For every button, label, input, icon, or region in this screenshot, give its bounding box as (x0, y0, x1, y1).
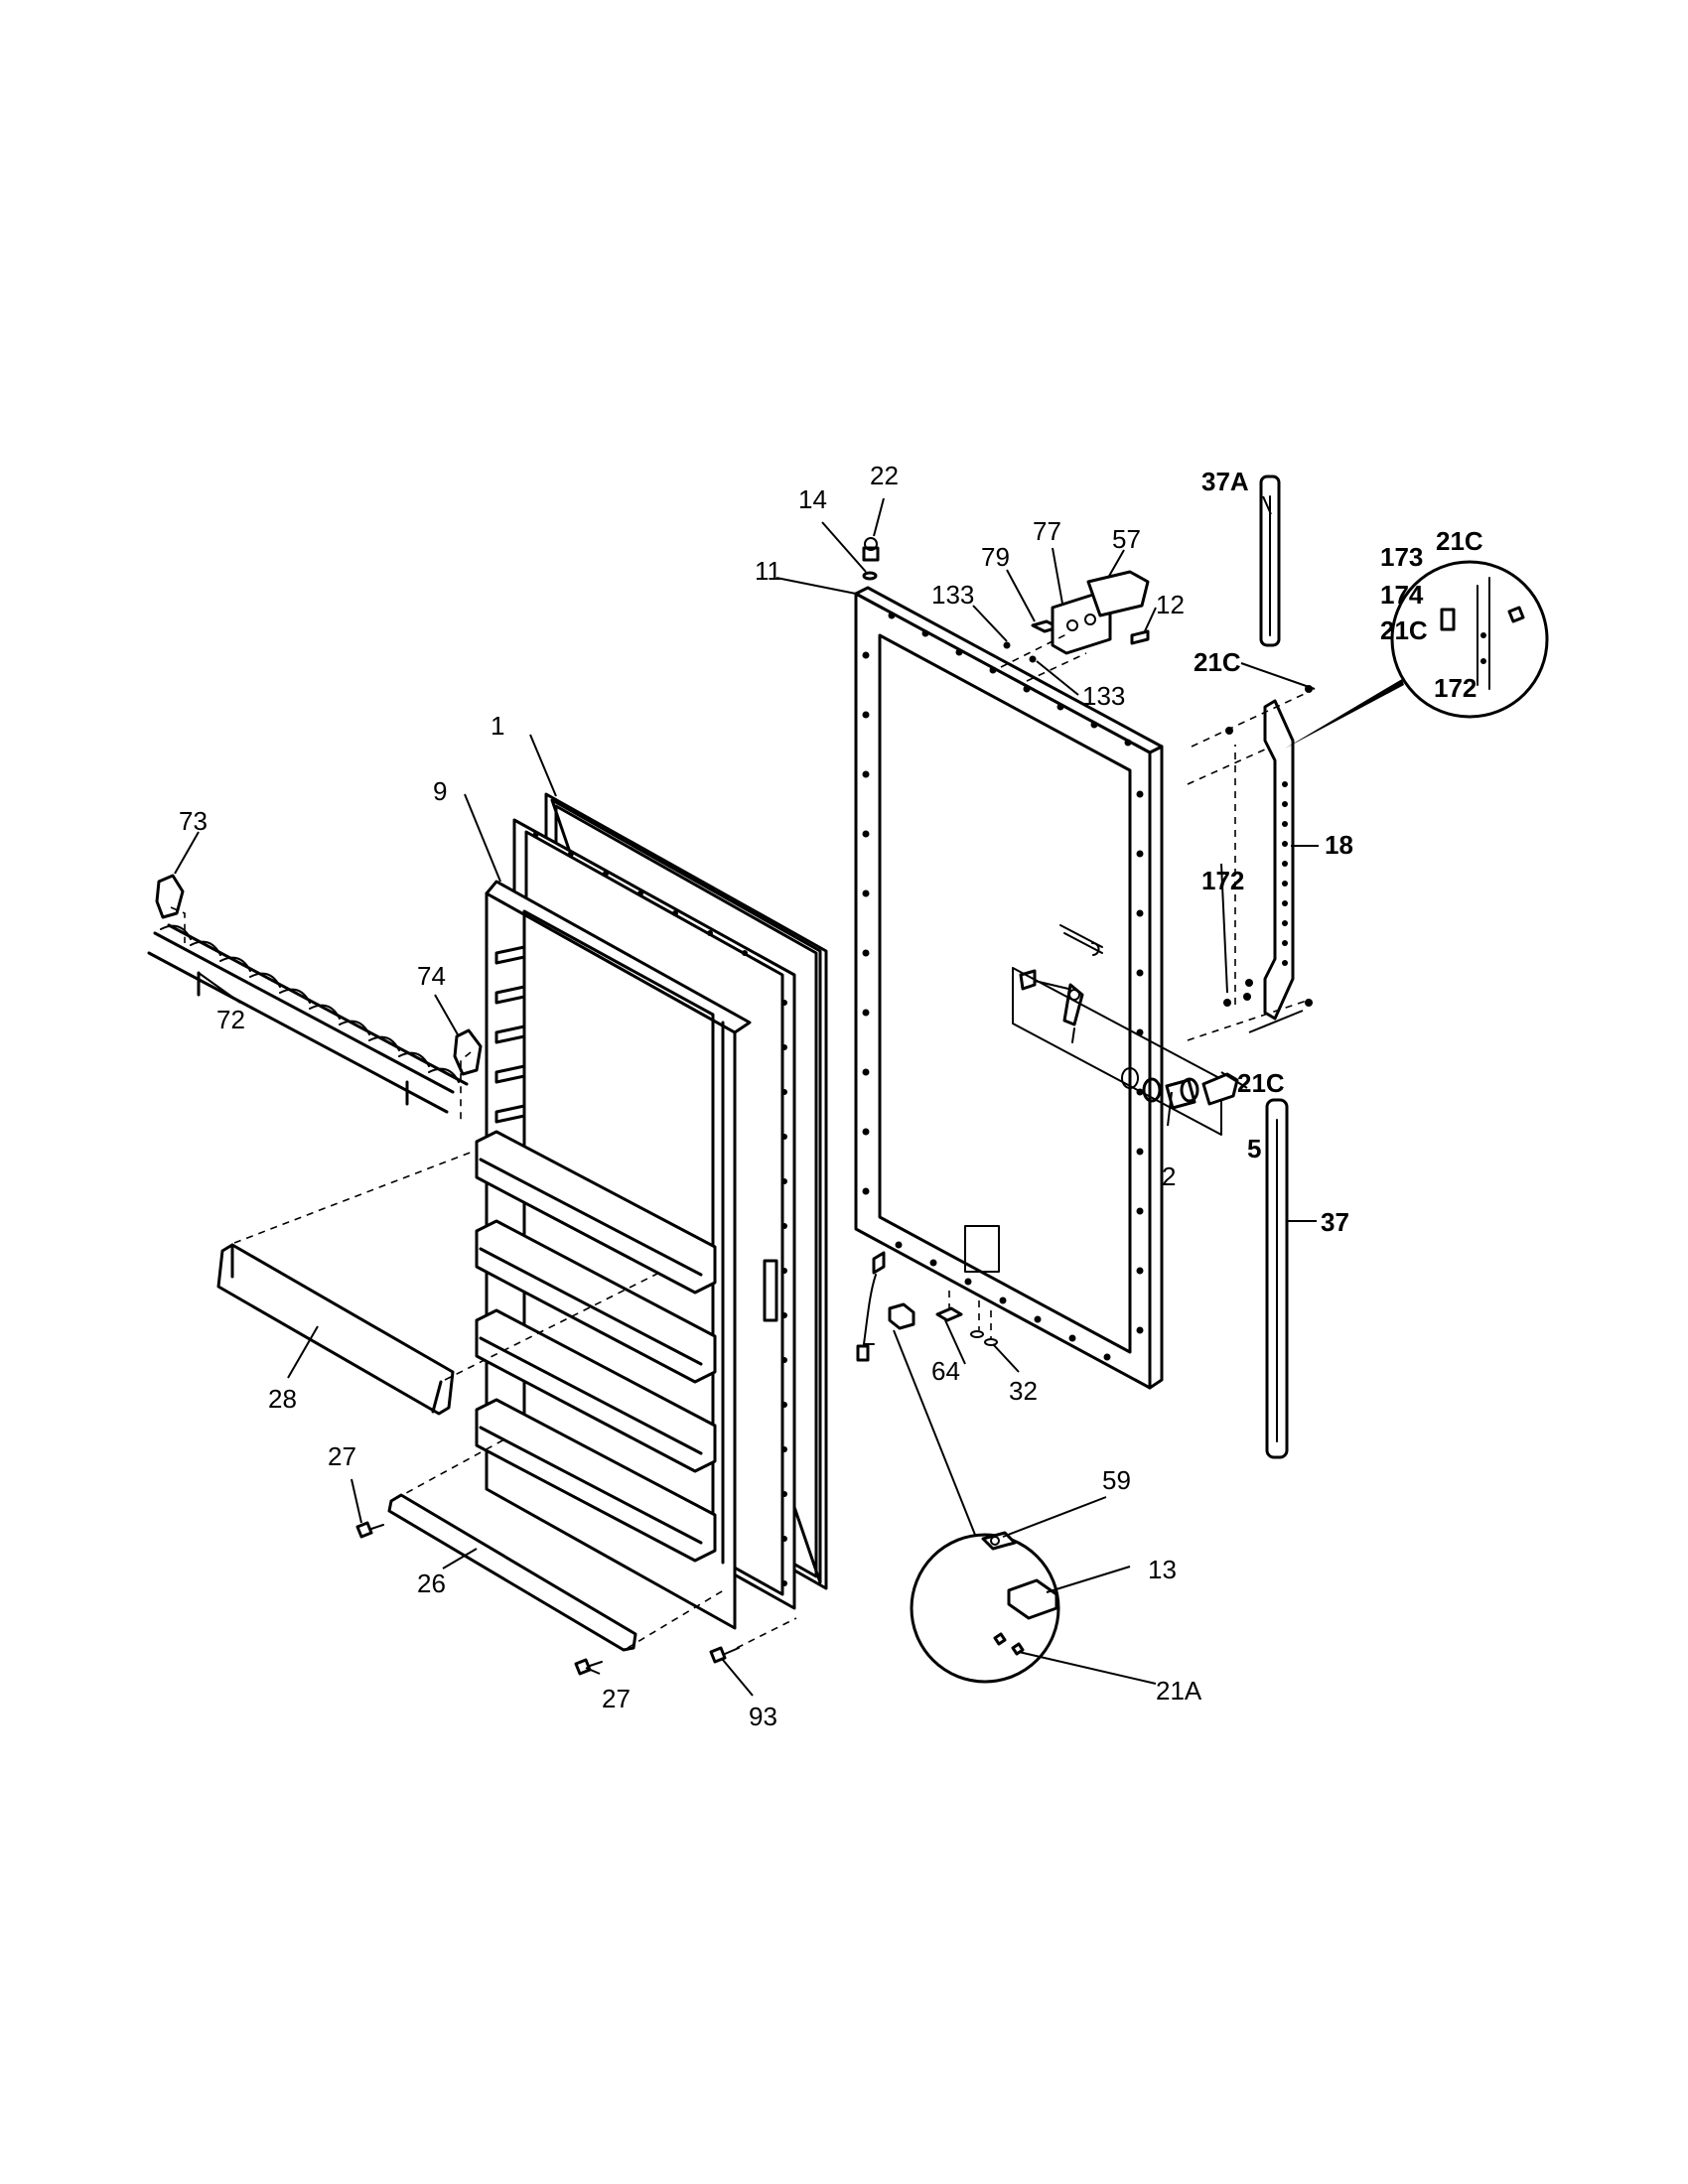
callout-22: 22 (870, 461, 899, 490)
callout-172: 172 (1201, 866, 1244, 895)
hinge-top-parts (862, 537, 1150, 663)
trim-strip (387, 1493, 637, 1652)
screw-93 (709, 1646, 740, 1664)
handle-detail-zoom (1285, 560, 1549, 749)
callout-14: 14 (798, 484, 827, 514)
callout-labels: 22 14 11 133 79 77 57 12 133 37A 21C 173… (179, 461, 1483, 1731)
screw-93-guide (736, 1617, 797, 1649)
lock-assembly (1012, 967, 1239, 1136)
callout-74: 74 (417, 961, 446, 991)
callout-12: 12 (1156, 590, 1185, 619)
callout-26: 26 (417, 1569, 446, 1598)
callout-64: 64 (931, 1356, 960, 1386)
callout-13: 13 (1148, 1555, 1177, 1584)
callout-93: 93 (749, 1702, 777, 1731)
screw-27-lower (574, 1658, 603, 1676)
hinge-bottom-guide (948, 1291, 992, 1340)
callout-21C-top: 21C (1194, 647, 1241, 677)
callout-173: 173 (1380, 542, 1423, 572)
outer-door-panel (854, 586, 1164, 1390)
callout-37A: 37A (1201, 467, 1249, 496)
hinge-detail-zoom (893, 1329, 1060, 1684)
callout-21C-zoom-b: 21C (1380, 615, 1428, 645)
callout-57: 57 (1112, 524, 1141, 554)
callout-133-upper: 133 (931, 580, 974, 610)
hinge-bottom-parts (856, 1251, 998, 1362)
rack-end-guide (170, 906, 472, 1120)
door-shelf-bins (475, 1130, 717, 1563)
callout-27-lower: 27 (602, 1684, 631, 1713)
callout-174: 174 (1380, 580, 1424, 610)
trim-strip-guide (394, 1438, 728, 1649)
callout-2: 2 (1162, 1161, 1176, 1191)
callout-37: 37 (1321, 1207, 1349, 1237)
hinge-top-guide (1000, 632, 1087, 682)
handle-trim-upper (1259, 475, 1281, 647)
door-handle (1263, 699, 1295, 1021)
screw-27-upper (355, 1521, 384, 1539)
callout-21C-bottom: 21C (1237, 1068, 1285, 1098)
callout-133-lower: 133 (1082, 681, 1125, 711)
shelf-rail (216, 1243, 455, 1416)
callout-72: 72 (216, 1005, 245, 1034)
callout-27-upper: 27 (328, 1441, 356, 1471)
callout-1: 1 (491, 711, 504, 741)
callout-73: 73 (179, 806, 208, 836)
handle-guide-lines (1187, 690, 1312, 1041)
callout-5: 5 (1247, 1134, 1261, 1163)
callout-79: 79 (981, 542, 1010, 572)
callout-9: 9 (433, 776, 447, 806)
callout-172-zoom: 172 (1434, 673, 1477, 703)
wire-rack (147, 874, 483, 1114)
shelf-rail-guide (233, 1151, 664, 1381)
callout-32: 32 (1009, 1376, 1038, 1406)
callout-77: 77 (1033, 516, 1061, 546)
callout-11: 11 (755, 556, 781, 586)
handle-trim-lower (1265, 1098, 1289, 1459)
callout-59: 59 (1102, 1465, 1131, 1495)
callout-21A: 21A (1156, 1676, 1202, 1706)
callout-18: 18 (1325, 830, 1353, 860)
callout-21C-zoom-a: 21C (1436, 526, 1483, 556)
callout-28: 28 (268, 1384, 297, 1414)
leader-lines (174, 495, 1319, 1697)
